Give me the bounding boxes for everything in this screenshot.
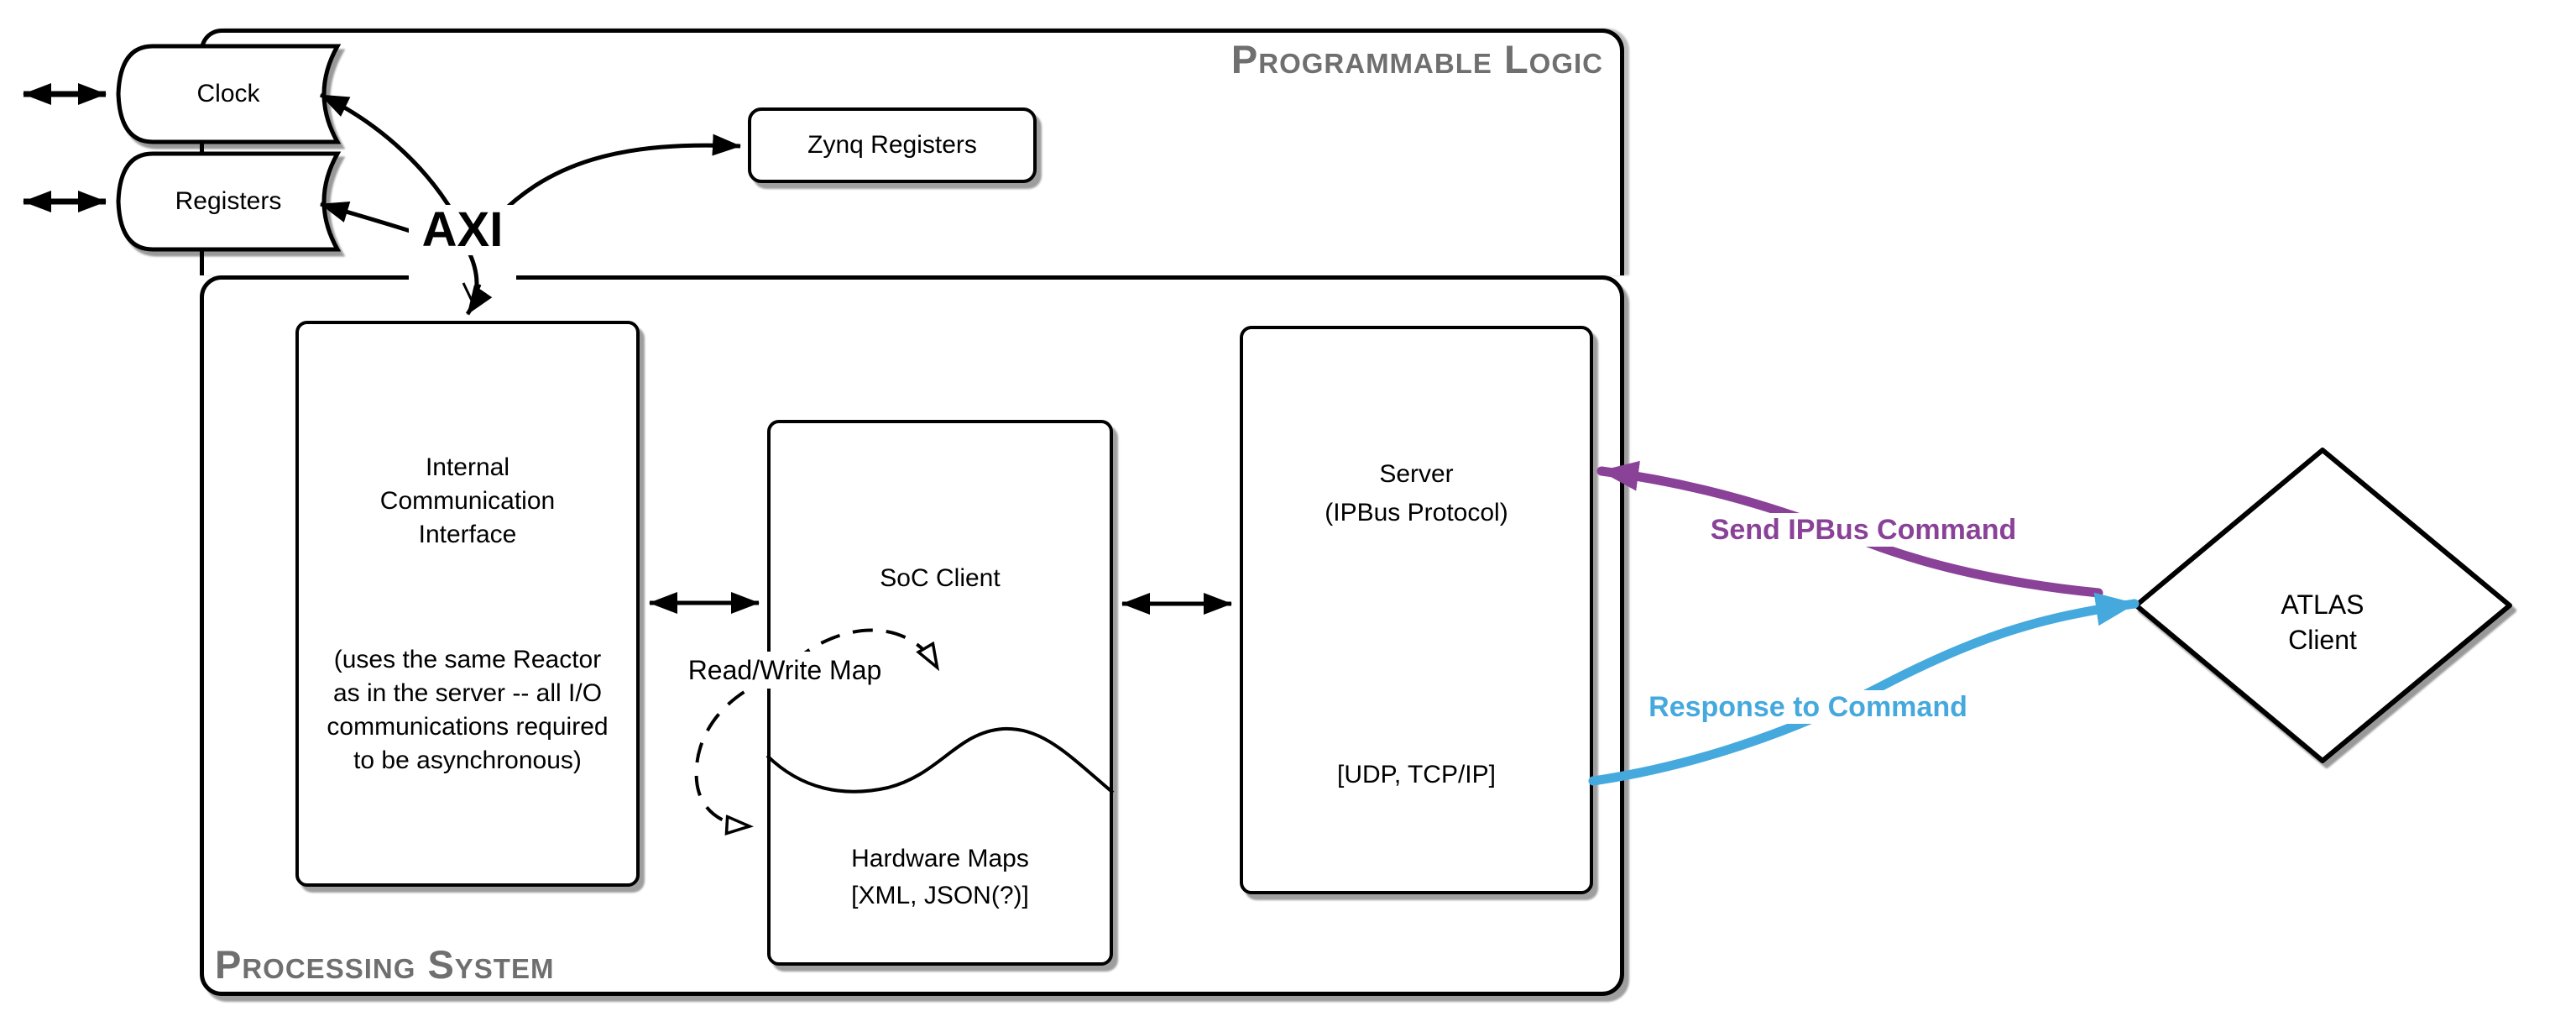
programmable-logic-title: Programmable Logic	[1231, 37, 1603, 81]
response-to-command-label: Response to Command	[1640, 690, 1976, 724]
atlas-client-label: ATLAS Client	[2281, 589, 2364, 655]
axi-to-internal-interface-arrow	[465, 253, 493, 316]
soc-client-title: SoC Client	[880, 564, 1001, 592]
axi-down-arrow-inner-tick	[462, 282, 482, 306]
zynq-registers-node: Zynq Registers	[748, 107, 1037, 183]
processing-system-title: Processing System	[215, 942, 555, 987]
read-write-map-label: Read/Write Map	[677, 652, 893, 689]
server-node	[1240, 326, 1593, 894]
internal-communication-interface-title: Internal Communication Interface	[379, 453, 556, 548]
soc-wave-divider	[765, 726, 1115, 794]
zynq-registers-label: Zynq Registers	[807, 131, 977, 159]
axi-label-halo	[409, 252, 516, 280]
soc-client-node	[767, 420, 1113, 966]
read-write-upper-dashed-arrow	[792, 628, 937, 667]
registers-label: Registers	[175, 187, 282, 215]
axi-to-zynq-registers-arrow	[485, 134, 741, 230]
axi-bus-label: AXI	[409, 205, 516, 255]
atlas-client-diamond	[2134, 448, 2512, 763]
clock-label: Clock	[196, 80, 260, 107]
response-to-command-arrow	[1588, 592, 2140, 786]
internal-communication-interface-note: (uses the same Reactor as in the server …	[327, 646, 609, 774]
clock-stored-data-shape	[116, 44, 342, 144]
hardware-maps-label: Hardware Maps [XML, JSON(?)]	[851, 845, 1029, 909]
send-ipbus-command-label: Send IPBus Command	[1696, 513, 2031, 547]
internal-communication-interface-node	[295, 321, 640, 887]
server-title: Server (IPBus Protocol)	[1325, 460, 1508, 526]
registers-stored-data-shape	[116, 151, 342, 252]
server-protocols-label: [UDP, TCP/IP]	[1337, 761, 1496, 788]
read-write-lower-dashed-arrow	[694, 675, 775, 826]
